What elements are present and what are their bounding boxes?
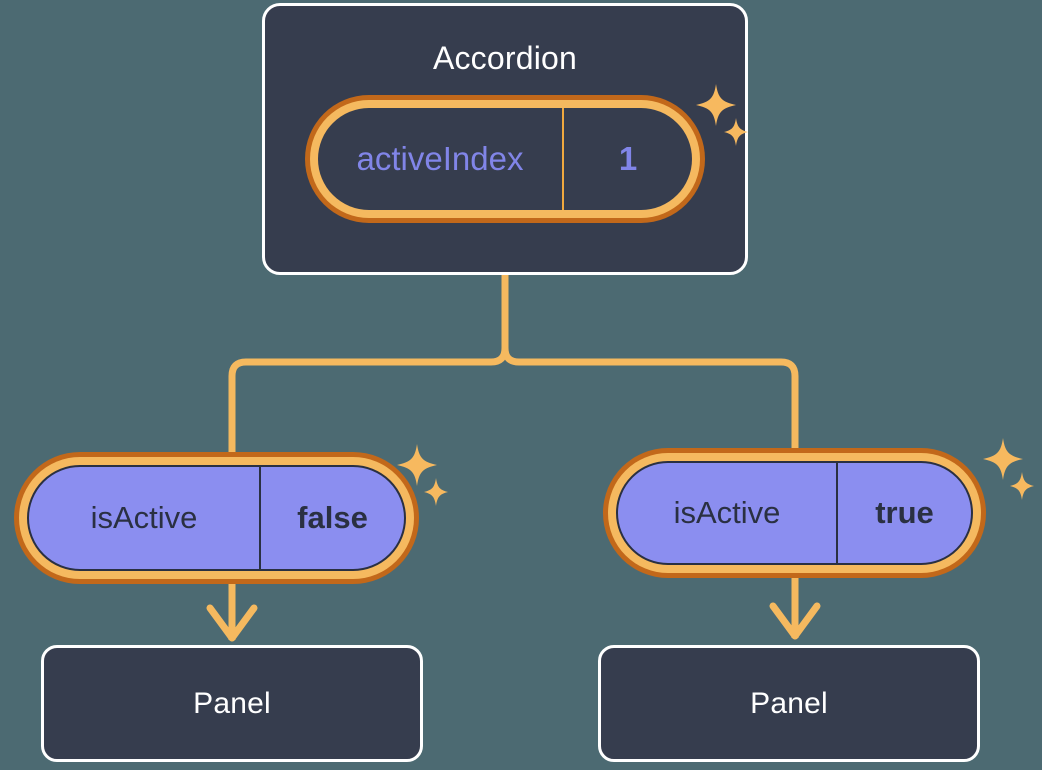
accordion-title: Accordion <box>432 40 578 76</box>
state-pill-value: 1 <box>618 140 638 177</box>
pill-body: isActive false <box>27 465 406 571</box>
arrowhead-left <box>206 604 258 642</box>
sparkles-icon <box>980 436 1036 508</box>
prop-pill-isactive-true[interactable]: isActive true <box>603 448 986 578</box>
panel-title-right: Panel <box>750 686 828 720</box>
prop-pill-value: false <box>297 500 368 535</box>
sparkle-large <box>983 438 1023 480</box>
pill-ring-inner: isActive false <box>19 457 414 579</box>
connector-accordion-to-children <box>228 271 509 456</box>
prop-pill-isactive-false[interactable]: isActive false <box>14 452 419 584</box>
prop-pill-value: true <box>875 495 934 530</box>
panel-title-left: Panel <box>193 686 271 720</box>
prop-pill-label: isActive <box>618 463 838 563</box>
pill-ring-inner: isActive true <box>608 453 981 573</box>
state-pill-activeindex[interactable]: activeIndex 1 <box>305 95 705 223</box>
state-pill-label: activeIndex <box>318 108 564 210</box>
pill-body: activeIndex 1 <box>318 108 692 210</box>
sparkle-small <box>424 478 448 506</box>
pill-body: isActive true <box>616 461 973 565</box>
prop-pill-label: isActive <box>29 467 261 569</box>
panel-component-box-right[interactable]: Panel <box>598 645 980 762</box>
connector-accordion-to-right-child <box>501 271 799 452</box>
pill-ring-inner: activeIndex 1 <box>310 100 700 218</box>
panel-component-box-left[interactable]: Panel <box>41 645 423 762</box>
sparkle-small <box>1010 472 1034 500</box>
arrowhead-right <box>769 602 821 640</box>
